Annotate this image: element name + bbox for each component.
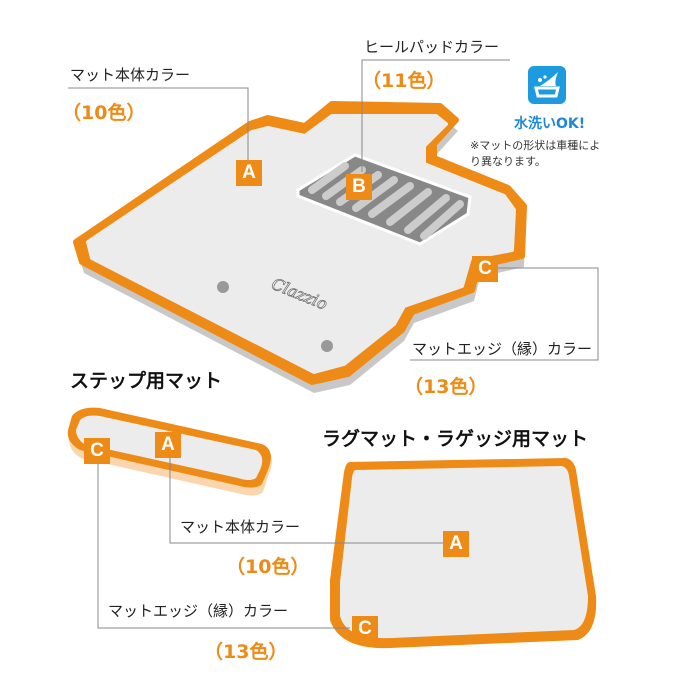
luggage-mat-title: ラグマット・ラゲッジ用マット [322,428,589,450]
shape-note: ※マットの形状は車種により異なります。 [470,139,601,168]
leader-lines [68,59,599,629]
marker-a: A [236,160,262,186]
marker-c: C [84,438,110,464]
marker-a: A [443,531,469,557]
heel-pad-color-count: （11色） [362,70,446,92]
edge-color-label: マットエッジ（縁）カラー [108,602,289,620]
marker-b: B [346,174,372,200]
heel-pad-color-label: ヒールパッドカラー [364,38,500,56]
body-color-count: （10色） [62,102,146,124]
marker-c: C [472,256,498,282]
body-color-count: （10色） [226,556,310,578]
step-mat-title: ステップ用マット [70,370,223,392]
washable-label: 水洗いOK! [514,116,586,132]
body-color-label: マット本体カラー [70,66,191,84]
fastener-icon [321,340,333,352]
marker-a: A [155,432,181,458]
floor-mat: Clazzio [73,101,527,393]
marker-c: C [352,616,378,642]
edge-color-label: マットエッジ（縁）カラー [412,340,593,358]
fastener-icon [217,281,229,293]
edge-color-count: （13色） [204,641,288,663]
water-wash-icon [528,66,566,104]
edge-color-count: （13色） [404,376,488,398]
body-color-label: マット本体カラー [180,518,301,536]
